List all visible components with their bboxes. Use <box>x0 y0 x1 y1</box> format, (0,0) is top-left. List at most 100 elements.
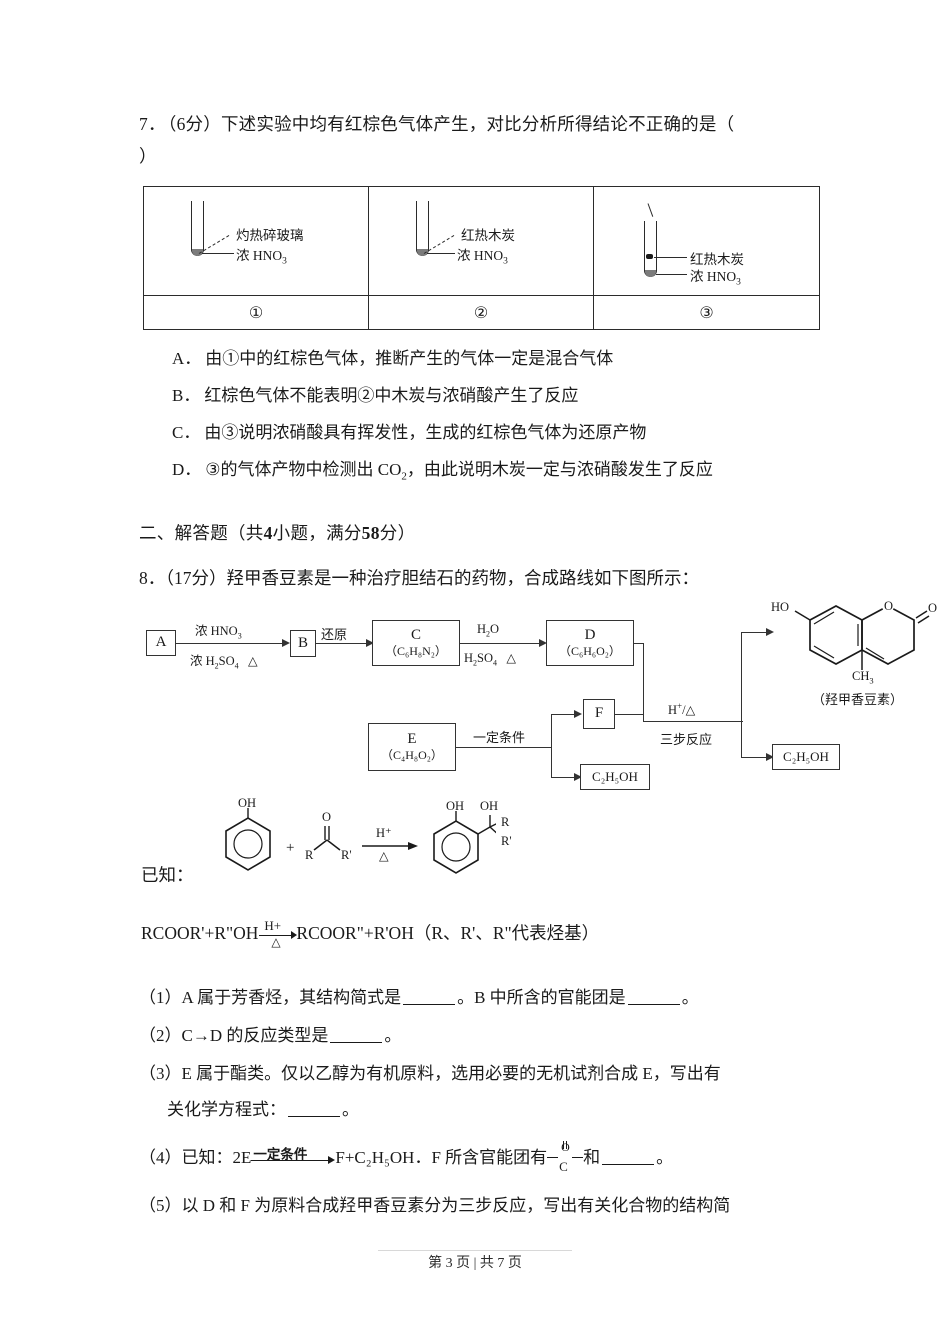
coumarin-carbonyl-oxygen-label: O <box>928 601 938 615</box>
known-plus-sign: + <box>286 840 295 856</box>
table-cell-label-3: ③ <box>593 295 820 330</box>
known-reaction-figure: OH + O R R' H⁺ △ OH OH R R' <box>196 796 512 886</box>
charcoal-solid <box>646 254 653 259</box>
subquestion-5: （5）以 D 和 F 为原料合成羟甲香豆素分为三步反应，写出有关化合物的结构简 <box>139 1188 854 1224</box>
subquestion-1-part3: 。 <box>681 988 699 1007</box>
question-7-score: （6分） <box>167 114 221 134</box>
answer-blank-4[interactable] <box>602 1164 655 1165</box>
label-upper-3: 红热木炭 <box>690 252 744 267</box>
known-arrow-bottom-label: △ <box>379 849 389 863</box>
test-tube-glass-icon <box>644 221 657 277</box>
subquestion-2-number: （2） <box>139 1026 182 1045</box>
scheme-box-e-label: E <box>407 730 417 747</box>
equation-arrow-top-label: H+ <box>264 917 282 933</box>
carbonyl-double-bond-line-1 <box>563 1141 565 1149</box>
answer-blank-1b[interactable] <box>627 1004 680 1005</box>
subquestion-2: （2）C→D 的反应类型是。 <box>139 1018 854 1054</box>
equation-right-side: RCOOR"+R'OH（R、R'、R"代表烃基） <box>296 923 600 943</box>
condition-c-top: H2O <box>477 622 500 639</box>
condition-final-bottom: 三步反应 <box>660 732 713 747</box>
scheme-box-ethanol-2: C₂H₅OH <box>772 744 840 770</box>
label-lower-1: 浓 HNO3 <box>236 248 287 267</box>
section-2-heading: 二、解答题（共4小题，满分58分） <box>139 520 415 545</box>
question-8-score: （17分） <box>165 568 227 588</box>
option-b-letter: B． <box>172 386 201 405</box>
coumarin-ring-oxygen-label: O <box>884 599 894 613</box>
table-cell-experiment-1: 灼热碎玻璃 浓 HNO3 <box>143 186 369 296</box>
question-8-number: 8． <box>139 568 166 588</box>
arrow-to-ethanol2-head <box>766 752 774 761</box>
test-tube-liquid <box>192 249 203 256</box>
scheme-box-a-label: A <box>155 634 167 651</box>
question-8-stem-text: 羟甲香豆素是一种治疗胆结石的药物，合成路线如下图所示： <box>226 568 700 588</box>
known-product-rprime-label: R' <box>501 834 512 848</box>
test-tube-glass-icon <box>191 201 204 256</box>
line-e-to-f <box>551 714 577 715</box>
scheme-box-c-formula: （C₆H₈N₂） <box>385 644 447 659</box>
known-product-oh2-label: OH <box>480 799 499 813</box>
known-arrow-top-label: H⁺ <box>376 826 392 840</box>
question-7-number: 7． <box>139 114 166 134</box>
synthesis-scheme-diagram: A 浓 HNO3 浓 H2SO4 △ B 还原 C （C₆H₈N₂） H2O H… <box>140 598 940 790</box>
scheme-box-d: D （C₆H₆O₂） <box>546 620 634 666</box>
question-7-options: A．由①中的红棕色气体，推断产生的气体一定是混合气体 B．红棕色气体不能表明②中… <box>139 340 839 495</box>
leader-line-upper <box>654 257 687 258</box>
scheme-box-e-formula: （C₄H₈O₂） <box>381 748 443 763</box>
arrow-a-to-b-line <box>176 643 286 644</box>
scheme-ethanol-2-label: C₂H₅OH <box>783 748 829 764</box>
condition-e: 一定条件 <box>473 730 526 745</box>
subquestion-4-part4: 。 <box>656 1148 674 1167</box>
question-7-stem-close: ） <box>139 146 157 166</box>
option-c: C．由③说明浓硝酸具有挥发性，生成的红棕色气体为还原产物 <box>139 414 839 451</box>
option-c-text: 由③说明浓硝酸具有挥发性，生成的红棕色气体为还原产物 <box>204 423 647 442</box>
line-junction-main <box>643 721 743 722</box>
condition-a-bottom: 浓 H2SO4 △ <box>190 654 258 671</box>
section-2-heading-post: 分） <box>379 523 416 543</box>
option-d-letter: D． <box>172 460 202 479</box>
arrow-to-coumarin-head <box>766 627 774 636</box>
line-d-right <box>634 643 644 644</box>
test-tube-diagram-1: 灼热碎玻璃 浓 HNO3 <box>144 187 368 295</box>
arrow-to-ethanol2-line <box>741 757 769 758</box>
known-reaction-label: 已知： <box>141 865 194 885</box>
coumarin-methyl-label: CH3 <box>852 669 874 686</box>
scheme-box-e: E （C₄H₈O₂） <box>368 723 456 771</box>
arrow-b-to-c-head <box>366 638 374 647</box>
coumarin-structure: HO O O CH3 （羟甲香豆素） <box>770 598 940 728</box>
option-c-letter: C． <box>172 423 201 442</box>
carbonyl-carbon-label: C <box>559 1159 568 1174</box>
test-tube-diagram-2: 红热木炭 浓 HNO3 <box>369 187 593 295</box>
coumarin-ho-label: HO <box>771 600 790 614</box>
subquestion-1-number: （1） <box>139 988 182 1007</box>
line-products-riser <box>741 632 742 757</box>
question-8-stem: 8．（17分）羟甲香豆素是一种治疗胆结石的药物，合成路线如下图所示： <box>139 563 849 593</box>
answer-blank-1a[interactable] <box>403 1004 456 1005</box>
test-tube-diagram-3: 红热木炭 浓 HNO3 <box>594 187 819 295</box>
subquestion-3-line2: 关化学方程式：。 <box>167 1092 882 1128</box>
scheme-box-b: B <box>290 630 316 657</box>
subquestion-1-part1: A 属于芳香烃，其结构简式是 <box>181 988 402 1007</box>
subquestion-4-part1: 已知：2E <box>181 1148 252 1167</box>
line-e-to-ethanol <box>551 777 577 778</box>
carbonyl-double-bond-line-2 <box>566 1141 568 1149</box>
line-f-to-junction <box>615 714 644 715</box>
subquestion-4-arrow-shaft <box>251 1160 332 1162</box>
arrow-a-to-b-head <box>282 638 290 647</box>
option-a: A．由①中的红棕色气体，推断产生的气体一定是混合气体 <box>139 340 839 377</box>
subquestion-3-number: （3） <box>139 1064 182 1083</box>
option-d: D．③的气体产物中检测出 CO2，由此说明木炭一定与浓硝酸发生了反应 <box>139 451 839 495</box>
answer-blank-2[interactable] <box>330 1042 383 1043</box>
question-7-stem: 7．（6分）下述实验中均有红棕色气体产生，对比分析所得结论不正确的是（ ） <box>139 108 839 172</box>
scheme-box-d-label: D <box>584 626 596 643</box>
leader-line-lower <box>202 253 234 254</box>
answer-blank-3[interactable] <box>288 1116 340 1117</box>
subquestion-2-part2: 。 <box>384 1026 402 1045</box>
arrow-e-to-f-head <box>574 709 582 718</box>
subquestion-4-part3: 和 <box>583 1148 601 1167</box>
option-b: B．红棕色气体不能表明②中木炭与浓硝酸产生了反应 <box>139 377 839 414</box>
arrow-c-to-d-head <box>539 638 547 647</box>
option-d-text-pre: ③的气体产物中检测出 CO <box>205 460 402 479</box>
